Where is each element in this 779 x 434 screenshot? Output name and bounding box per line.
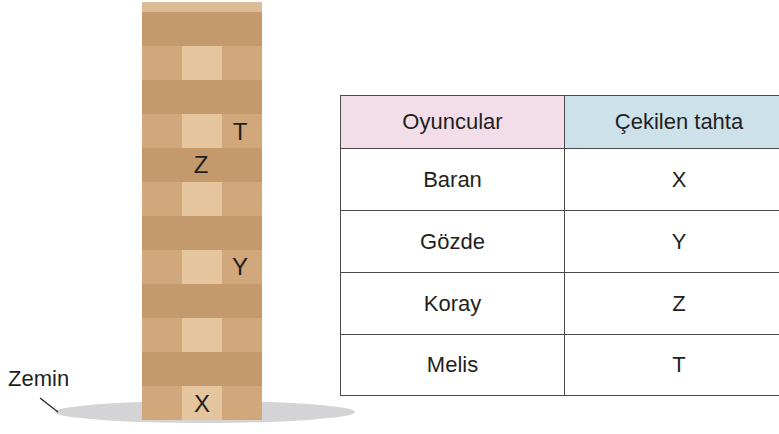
table-cell: Oyuncular: [340, 95, 565, 149]
table-cell: Z: [564, 272, 779, 335]
cell-text: Oyuncular: [402, 109, 502, 135]
plank-side: [142, 12, 262, 46]
table-cell: Y: [564, 210, 779, 273]
table-cell: Gözde: [340, 210, 565, 273]
jenga-tower: [142, 2, 262, 420]
plank-end: [222, 250, 262, 284]
cell-text: Koray: [424, 291, 481, 317]
cell-text: Y: [672, 229, 687, 255]
table-cell: X: [564, 148, 779, 211]
plank-end: [222, 182, 262, 216]
tower-top: [142, 2, 262, 12]
plank-end: [222, 46, 262, 80]
plank-end: [182, 318, 222, 352]
block-label: Z: [194, 153, 209, 177]
table-cell: Çekilen tahta: [564, 95, 779, 149]
plank-end: [142, 182, 182, 216]
table-cell: Baran: [340, 148, 565, 211]
block-label: T: [233, 120, 248, 144]
plank-end: [142, 386, 182, 420]
plank-side: [142, 80, 262, 114]
block-label: X: [194, 392, 210, 416]
ground-label: Zemin: [8, 368, 69, 390]
plank-end: [222, 318, 262, 352]
plank-side: [142, 284, 262, 318]
plank-end: [142, 318, 182, 352]
plank-end: [142, 250, 182, 284]
plank-end: [142, 46, 182, 80]
cell-text: X: [672, 167, 687, 193]
plank-side: [142, 352, 262, 386]
cell-text: T: [672, 352, 685, 378]
plank-end: [182, 250, 222, 284]
plank-side: [142, 148, 262, 182]
plank-end: [182, 182, 222, 216]
cell-text: Melis: [427, 352, 478, 378]
cell-text: Baran: [423, 167, 482, 193]
plank-end: [222, 114, 262, 148]
cell-text: Z: [672, 291, 685, 317]
table-cell: T: [564, 334, 779, 396]
table-cell: Melis: [340, 334, 565, 396]
block-label: Y: [232, 255, 248, 279]
plank-end: [182, 46, 222, 80]
table-cell: Koray: [340, 272, 565, 335]
plank-end: [182, 114, 222, 148]
cell-text: Çekilen tahta: [615, 109, 743, 135]
cell-text: Gözde: [420, 229, 485, 255]
plank-end: [222, 386, 262, 420]
plank-end: [142, 114, 182, 148]
plank-end: [182, 386, 222, 420]
plank-side: [142, 216, 262, 250]
leader-line: [40, 398, 58, 412]
